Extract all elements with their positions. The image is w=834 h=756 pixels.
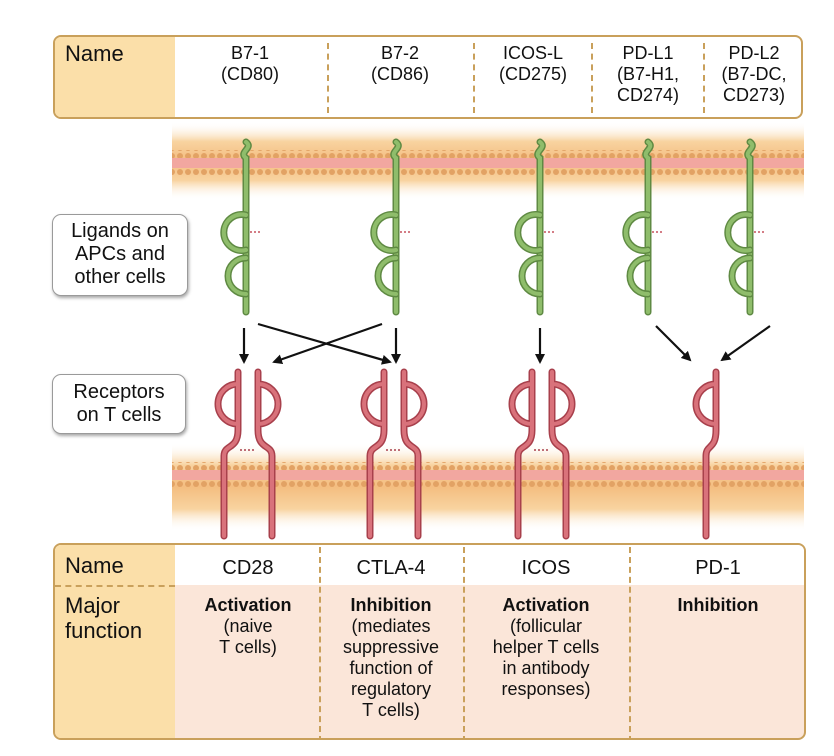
receptor-cd28 [214,368,282,540]
function-cd28: Activation (naive T cells) [204,595,292,657]
receptor-name-icos: ICOS [521,557,571,579]
arrow-b7-2-to-cd28 [272,322,383,365]
ligand-name-pd-l2: PD-L2 (B7-DC, CD273) [721,43,787,105]
receptor-name-pd-1: PD-1 [695,557,741,579]
column-divider [703,43,705,113]
ligand-name-header: Name [65,41,124,66]
column-divider [327,43,329,113]
ligand-pd-l1 [622,138,654,316]
column-divider [473,43,475,113]
ligand-name-pd-l1: PD-L1 (B7-H1, CD274) [616,43,680,105]
ligand-icos-l [514,138,546,316]
function-pd-1: Inhibition [677,595,759,615]
row-divider [55,585,175,587]
receptor-name-ctla-4: CTLA-4 [356,557,426,579]
function-ctla-4: Inhibition (mediates suppressive functio… [342,595,440,720]
receptor-icos [508,368,576,540]
ligand-name-b7-2: B7-2 (CD86) [370,43,429,84]
receptor-name-cd28: CD28 [222,557,274,579]
ligand-b7-2 [370,138,402,316]
receptor-ctla-4 [360,368,428,540]
arrow-pd-l1-to-pd-1 [655,325,692,362]
ligand-name-header-cell: Name [55,37,175,117]
column-divider [463,547,465,738]
ligand-name-b7-1: B7-1 (CD80) [220,43,279,84]
receptor-function-table: Name Major function CD28 CTLA-4 ICOS PD-… [53,543,806,740]
receptor-name-row [55,545,804,585]
receptor-table-label-column: Name Major function [55,545,175,738]
apc-membrane [172,122,804,200]
major-function-header: Major function [65,593,143,643]
ligand-pd-l2 [724,138,756,316]
arrow-pd-l2-to-pd-1 [720,325,771,362]
column-divider [591,43,593,113]
ligand-b7-1 [220,138,252,316]
receptor-name-header: Name [65,553,124,578]
function-icos: Activation (follicular helper T cells in… [492,595,600,699]
receptors-label: Receptors on T cells [52,374,186,434]
receptor-pd-1 [692,368,720,540]
column-divider [319,547,321,738]
ligand-name-icos-l: ICOS-L (CD275) [498,43,568,84]
binding-arrows [239,322,771,365]
arrow-b7-1-to-ctla-4 [257,322,392,365]
column-divider [629,547,631,738]
ligand-name-table: Name B7-1 (CD80) B7-2 (CD86) ICOS-L (CD2… [53,35,803,119]
t-cell-membrane [172,443,804,531]
ligands-label: Ligands on APCs and other cells [52,214,188,296]
